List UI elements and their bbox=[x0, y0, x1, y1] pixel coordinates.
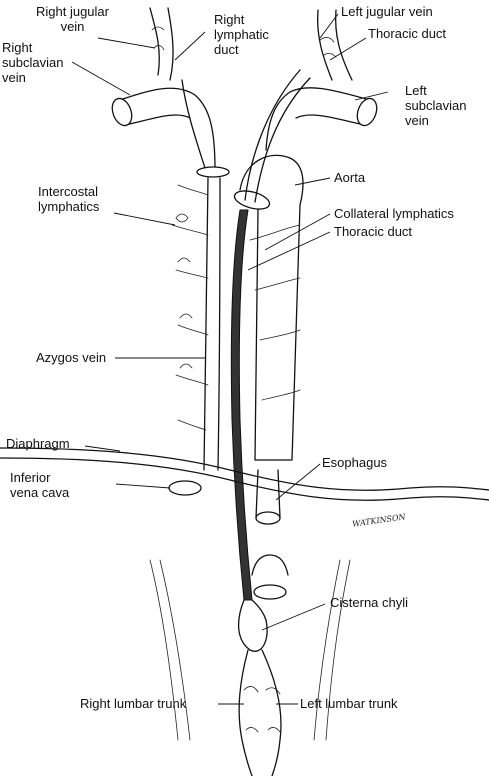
label-left-subclavian-vein: Left subclavian vein bbox=[405, 83, 467, 128]
label-aorta: Aorta bbox=[334, 170, 366, 185]
left-jugular-vein-shape bbox=[316, 9, 353, 81]
svc-cut bbox=[196, 166, 230, 178]
label-thoracic-duct-mid: Thoracic duct bbox=[334, 224, 413, 239]
psoas-left bbox=[149, 559, 191, 741]
left-subclavian-cut bbox=[356, 97, 378, 127]
collateral-lymphatics-shape bbox=[249, 224, 301, 401]
label-intercostal-lymphatics: Intercostal lymphatics bbox=[38, 184, 100, 214]
label-esophagus: Esophagus bbox=[322, 455, 388, 470]
left-lumbar-trunk-shape bbox=[261, 649, 282, 776]
esophagus-walls bbox=[255, 469, 281, 519]
intercostal-lymphatics-shape bbox=[171, 184, 209, 431]
right-jugular-vein-shape bbox=[149, 7, 174, 81]
cisterna-chyli-shape bbox=[238, 599, 268, 652]
thoracic-duct-upper bbox=[244, 69, 311, 203]
left-subclavian-vein-shape bbox=[265, 87, 371, 151]
label-left-jugular-vein: Left jugular vein bbox=[341, 4, 433, 19]
label-thoracic-duct-top: Thoracic duct bbox=[368, 26, 447, 41]
right-subclavian-cut bbox=[111, 97, 133, 127]
label-right-subclavian-vein: Right subclavian vein bbox=[2, 40, 64, 85]
label-right-lymphatic-duct: Right lymphatic duct bbox=[214, 12, 269, 57]
lumbar-nodes bbox=[243, 686, 281, 733]
thoracic-duct-shape bbox=[230, 209, 253, 601]
label-right-lumbar-trunk: Right lumbar trunk bbox=[80, 696, 187, 711]
label-inferior-vena-cava: Inferior vena cava bbox=[10, 470, 70, 500]
right-subclavian-vein-shape bbox=[119, 87, 216, 171]
label-left-lumbar-trunk: Left lumbar trunk bbox=[300, 696, 398, 711]
leader-lines bbox=[71, 13, 389, 705]
ivc-cut bbox=[168, 480, 202, 496]
label-azygos-vein: Azygos vein bbox=[36, 350, 107, 365]
label-cisterna-chyli: Cisterna chyli bbox=[330, 595, 409, 610]
psoas-right bbox=[313, 559, 351, 741]
azygos-vein-shape bbox=[203, 177, 221, 471]
right-lymphatic-duct-shape bbox=[181, 79, 206, 169]
diaphragm-shape bbox=[0, 447, 489, 501]
aorta-cut bbox=[233, 190, 271, 210]
intercostal-nodes bbox=[175, 213, 193, 369]
jugular-nodes bbox=[151, 26, 337, 58]
right-lumbar-trunk-shape bbox=[238, 649, 253, 776]
abdominal-aorta-walls bbox=[251, 554, 289, 576]
label-diaphragm: Diaphragm bbox=[6, 436, 70, 451]
label-collateral-lymphatics: Collateral lymphatics bbox=[334, 206, 454, 221]
label-right-jugular-vein: Right jugular vein bbox=[36, 4, 109, 34]
esophagus-cut bbox=[255, 511, 281, 525]
abdominal-aorta-cut bbox=[253, 584, 287, 600]
